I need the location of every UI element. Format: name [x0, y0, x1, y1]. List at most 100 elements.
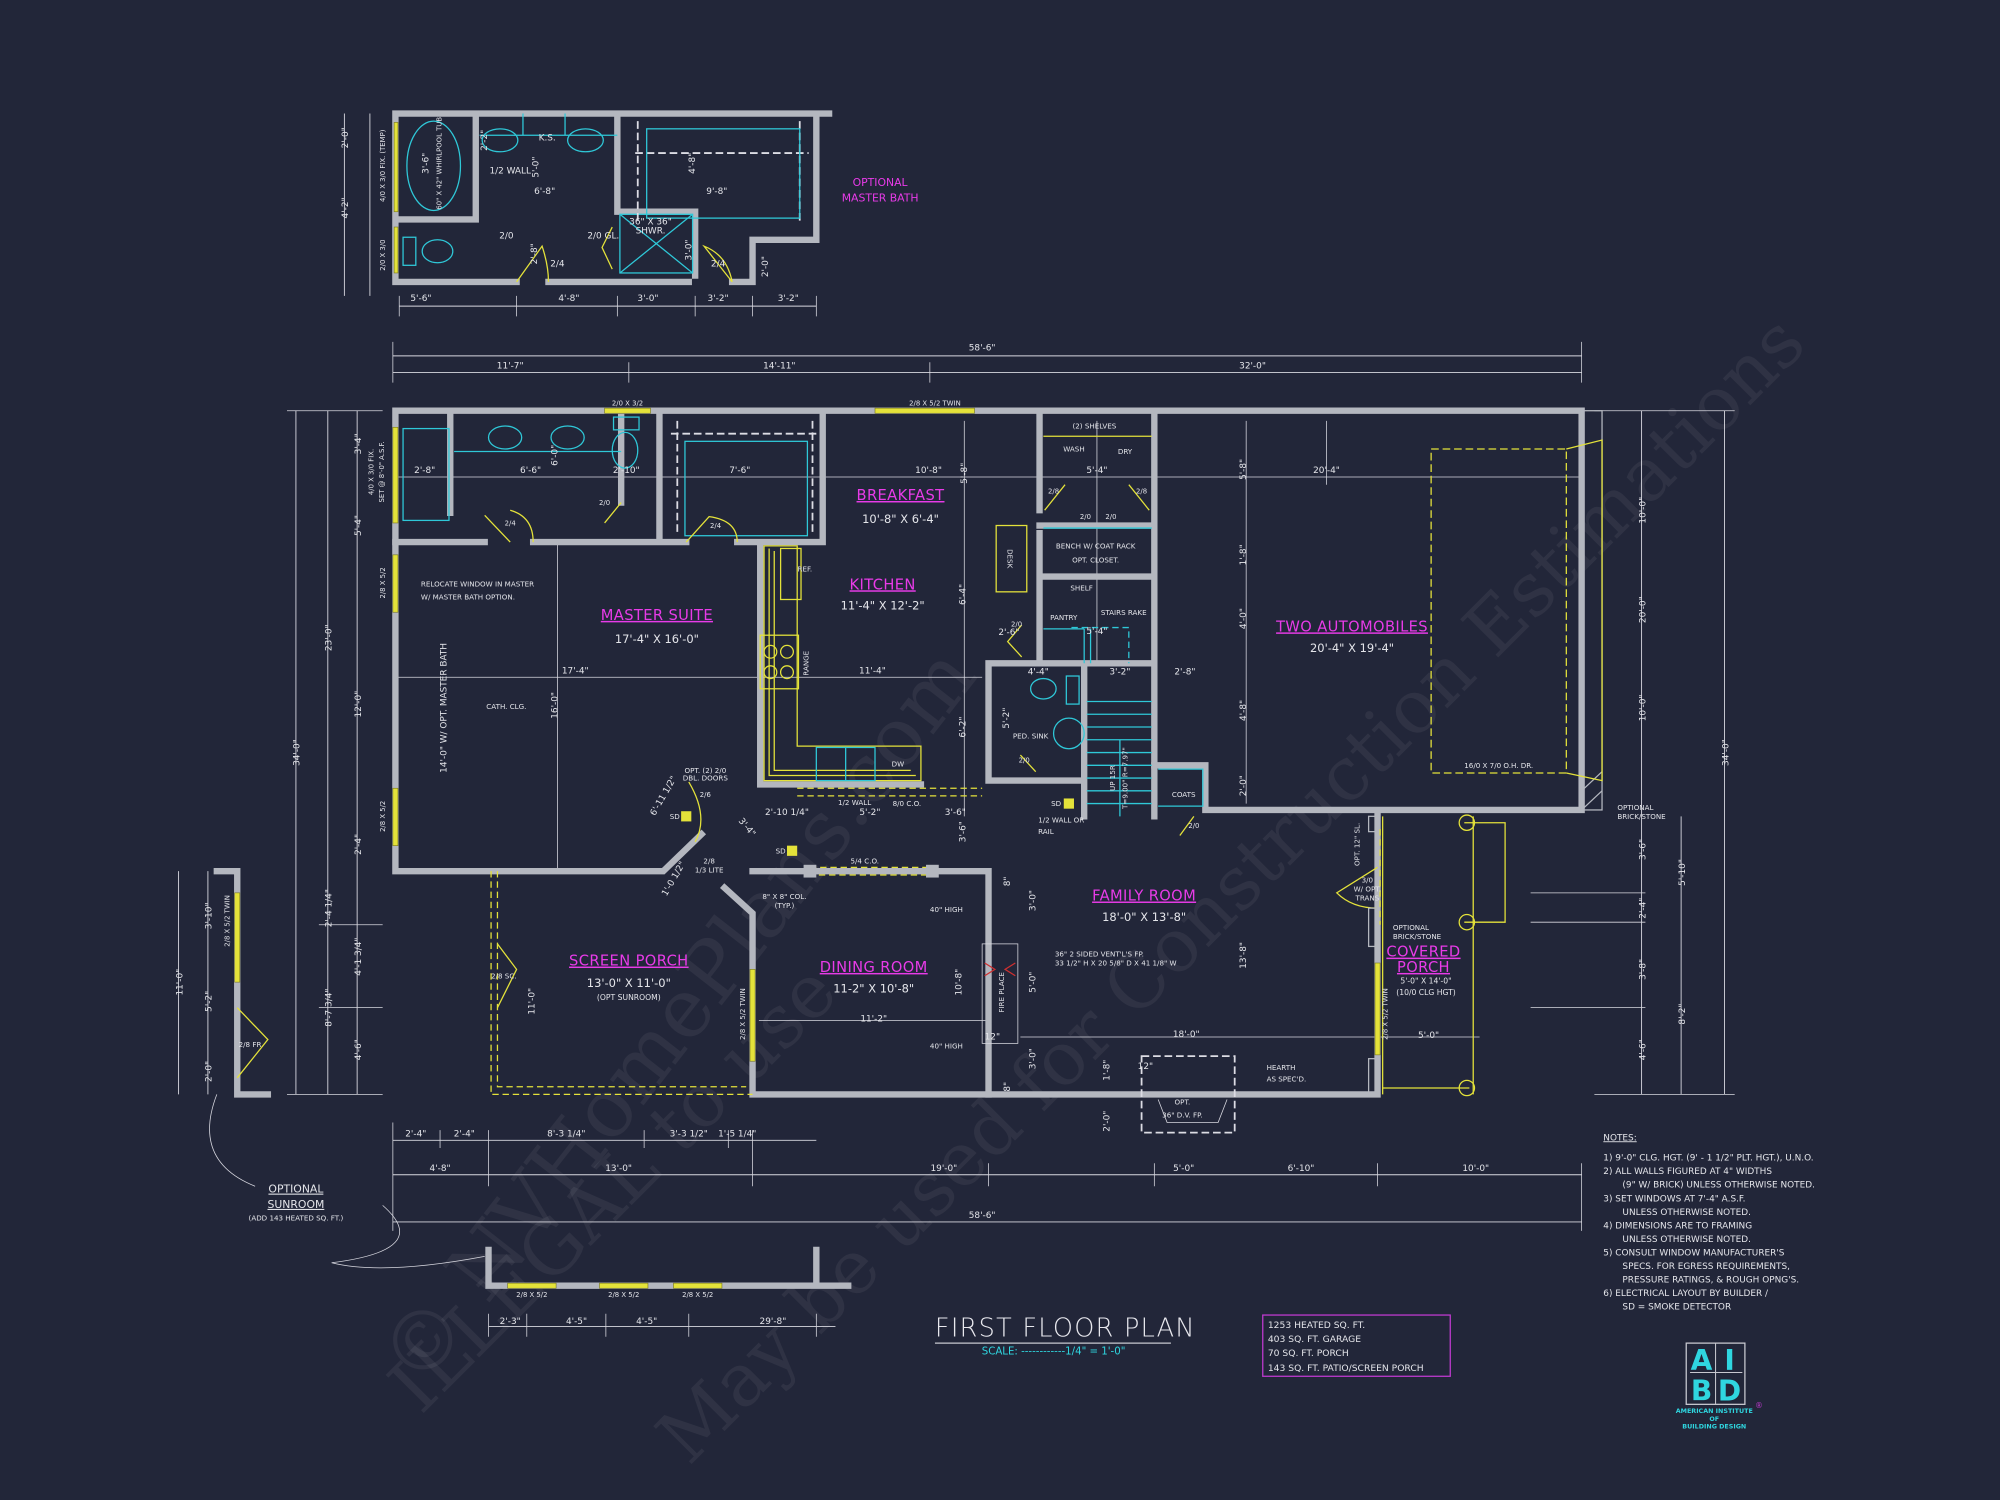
- dimension-label: 8": [1003, 1082, 1013, 1092]
- callout-label: 40" HIGH: [930, 1041, 963, 1050]
- callout-label: UP 15R: [1108, 765, 1117, 791]
- area-line: 143 SQ. FT. PATIO/SCREEN PORCH: [1268, 1363, 1424, 1374]
- dimension-label: 2'-4": [405, 1129, 426, 1139]
- callout-label: FIRE PLACE: [997, 972, 1006, 1013]
- logo-letter: B: [1691, 1375, 1712, 1408]
- note-line: SD = SMOKE DETECTOR: [1622, 1302, 1731, 1312]
- dimension-label: 23'-0": [325, 624, 335, 651]
- dimension-label: 2'-4": [1638, 898, 1648, 919]
- callout-label: OPT. 12" SL.: [1353, 823, 1362, 866]
- dimension-label: 14'-11": [763, 362, 795, 372]
- dimension-label: 8": [1003, 876, 1013, 886]
- inset-label: 2'-8": [530, 243, 540, 264]
- inset-label: 60" X 42" WHIRLPOOL TUB: [435, 117, 443, 210]
- dimension-label: 12": [1138, 1062, 1153, 1072]
- window-label: 2/8 X 5/2: [608, 1291, 639, 1299]
- callout-label: REF.: [798, 564, 813, 573]
- dimension-label: 17'-4": [562, 666, 589, 676]
- scale-label: SCALE: ------------1/4" = 1'-0": [982, 1347, 1126, 1358]
- callout-label: AS SPEC'D.: [1267, 1075, 1307, 1084]
- inset-label: 3'-6": [422, 153, 432, 174]
- callout-label: 14'-0" W/ OPT. MASTER BATH: [439, 643, 449, 773]
- dimension-label: 4'-0": [1239, 608, 1249, 629]
- dimension-label: 58'-6": [969, 344, 996, 354]
- logo-name: AMERICAN INSTITUTE: [1676, 1407, 1753, 1415]
- callout-label: 33 1/2" H X 20 5/8" D X 41 1/8" W: [1055, 959, 1177, 968]
- inset-dimension: 4'-2": [341, 197, 351, 218]
- door-label: 2/8: [1048, 488, 1059, 496]
- dimension-label: 6'-2": [959, 716, 969, 737]
- area-line: 70 SQ. FT. PORCH: [1268, 1348, 1349, 1359]
- callout-label: TRANS: [1354, 894, 1379, 903]
- room-name: COVERED: [1386, 944, 1460, 961]
- dimension-label: 1'-8": [1239, 544, 1249, 565]
- callout-label: RANGE: [802, 650, 811, 675]
- callout-label: OPTIONAL: [1393, 923, 1429, 932]
- room-size: 11'-4" X 12'-2": [841, 599, 925, 613]
- room-size: 5'-0" X 14'-0": [1400, 976, 1451, 985]
- room-size: 18'-0" X 13'-8": [1102, 910, 1186, 924]
- title-block: FIRST FLOOR PLAN SCALE: ------------1/4"…: [935, 1314, 1195, 1358]
- callout-label: W/ MASTER BATH OPTION.: [421, 592, 515, 601]
- inset-label: 2'-2": [480, 130, 490, 151]
- smoke-detector-label: SD: [670, 812, 681, 821]
- dimension-label: 3'-10": [205, 902, 215, 929]
- room-name: PORCH: [1397, 959, 1450, 976]
- dimension-label: 7'-6": [729, 466, 750, 476]
- callout-label: SHELF: [1070, 584, 1092, 593]
- dimension-label: 8'-2": [1678, 1003, 1688, 1024]
- callout-label: PANTRY: [1050, 613, 1078, 622]
- callout-label: 2/8: [703, 857, 715, 866]
- dimension-label: 3'-0": [1029, 890, 1039, 911]
- dimension-label: 6'-4": [959, 584, 969, 605]
- callout-label: 2/8 FR: [239, 1040, 262, 1049]
- room-name: MASTER SUITE: [601, 607, 713, 624]
- dimension-label: 3'-6": [1638, 839, 1648, 860]
- note-line: UNLESS OTHERWISE NOTED.: [1622, 1235, 1750, 1245]
- callout-label: 8/0 C.O.: [893, 799, 922, 808]
- dimension-label: 2'-4 1/4": [325, 889, 335, 927]
- inset-label: 2'-0": [761, 256, 771, 277]
- inset-dimension: 2'-0": [341, 127, 351, 148]
- callout-label: DESK: [1006, 549, 1015, 569]
- area-line: 1253 HEATED SQ. FT.: [1268, 1320, 1365, 1331]
- dimension-label: 34'-0": [293, 739, 303, 766]
- dimension-label: 2'-4": [454, 1129, 475, 1139]
- dimension-label: 5'-0": [1418, 1031, 1439, 1041]
- callout-label: RELOCATE WINDOW IN MASTER: [421, 580, 534, 589]
- callout-label: (TYP.): [775, 901, 795, 910]
- registered-mark: ®: [1755, 1401, 1763, 1410]
- window-label: 2/8 X 5/2: [379, 567, 387, 598]
- inset-label: 36" X 36": [629, 217, 672, 227]
- room-name: BREAKFAST: [857, 487, 945, 504]
- logo-name: BUILDING DESIGN: [1682, 1423, 1746, 1431]
- dimension-label: 5'-0": [1173, 1164, 1194, 1174]
- callout-label: WASH: [1063, 445, 1084, 454]
- dimension-label: 19'-0": [930, 1164, 957, 1174]
- door-label: 2/4: [710, 522, 721, 530]
- dimension-label: 2'-0": [205, 1061, 215, 1082]
- dimension-label: 2'-10 1/4": [765, 808, 809, 818]
- room-note: (OPT SUNROOM): [597, 993, 661, 1002]
- callout-label: BRICK/STONE: [1617, 812, 1666, 821]
- dimension-label: 5'-8": [1239, 459, 1249, 480]
- dimension-label: 13'-0": [605, 1164, 632, 1174]
- callout-label: CATH. CLG.: [486, 702, 526, 711]
- dimension-label: 3'-3 1/2": [670, 1129, 708, 1139]
- dimension-label: 3'-0": [1029, 1048, 1039, 1069]
- window-label: 2/8 X 5/2 TWIN: [224, 895, 232, 947]
- dimension-label: 3'-4": [354, 433, 364, 454]
- callout-label: 2/8 SC.: [491, 971, 517, 980]
- callout-label: OPT. CLOSET.: [1072, 556, 1119, 565]
- note-line: PRESSURE RATINGS, & ROUGH OPNG'S.: [1622, 1275, 1799, 1285]
- dimension-label: 2'-0": [1239, 775, 1249, 796]
- door-label: 2/4: [505, 520, 516, 528]
- door-label: 2/0: [1080, 513, 1091, 521]
- inset-label: 2/0: [499, 232, 514, 242]
- callout-label: OPT. (2) 2/0: [684, 766, 726, 775]
- callout-label: DW: [892, 760, 905, 769]
- dimension-label: 5'-2": [205, 991, 215, 1012]
- dimension-label: 10'-0": [1638, 695, 1648, 722]
- inset-label: 9'-8": [706, 187, 727, 197]
